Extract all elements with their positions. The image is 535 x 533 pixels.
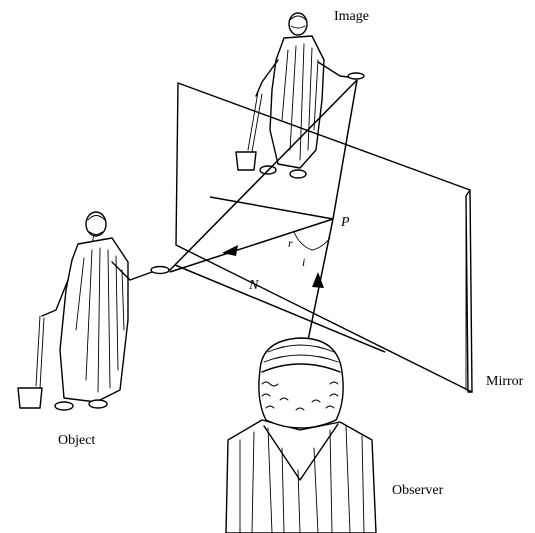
observer-figure [226, 338, 376, 533]
label-angle-r: r [288, 236, 293, 250]
label-mirror: Mirror [486, 374, 524, 389]
angle-arc-r [294, 232, 312, 250]
label-angle-i: i [302, 255, 305, 269]
label-point-n: N [248, 278, 259, 293]
label-point-p: P [340, 215, 350, 230]
label-image: Image [334, 9, 369, 24]
label-observer: Observer [392, 483, 444, 498]
normal-line [210, 197, 333, 219]
object-figure [18, 212, 169, 410]
label-object: Object [58, 433, 95, 448]
ray-n-line [175, 265, 385, 352]
